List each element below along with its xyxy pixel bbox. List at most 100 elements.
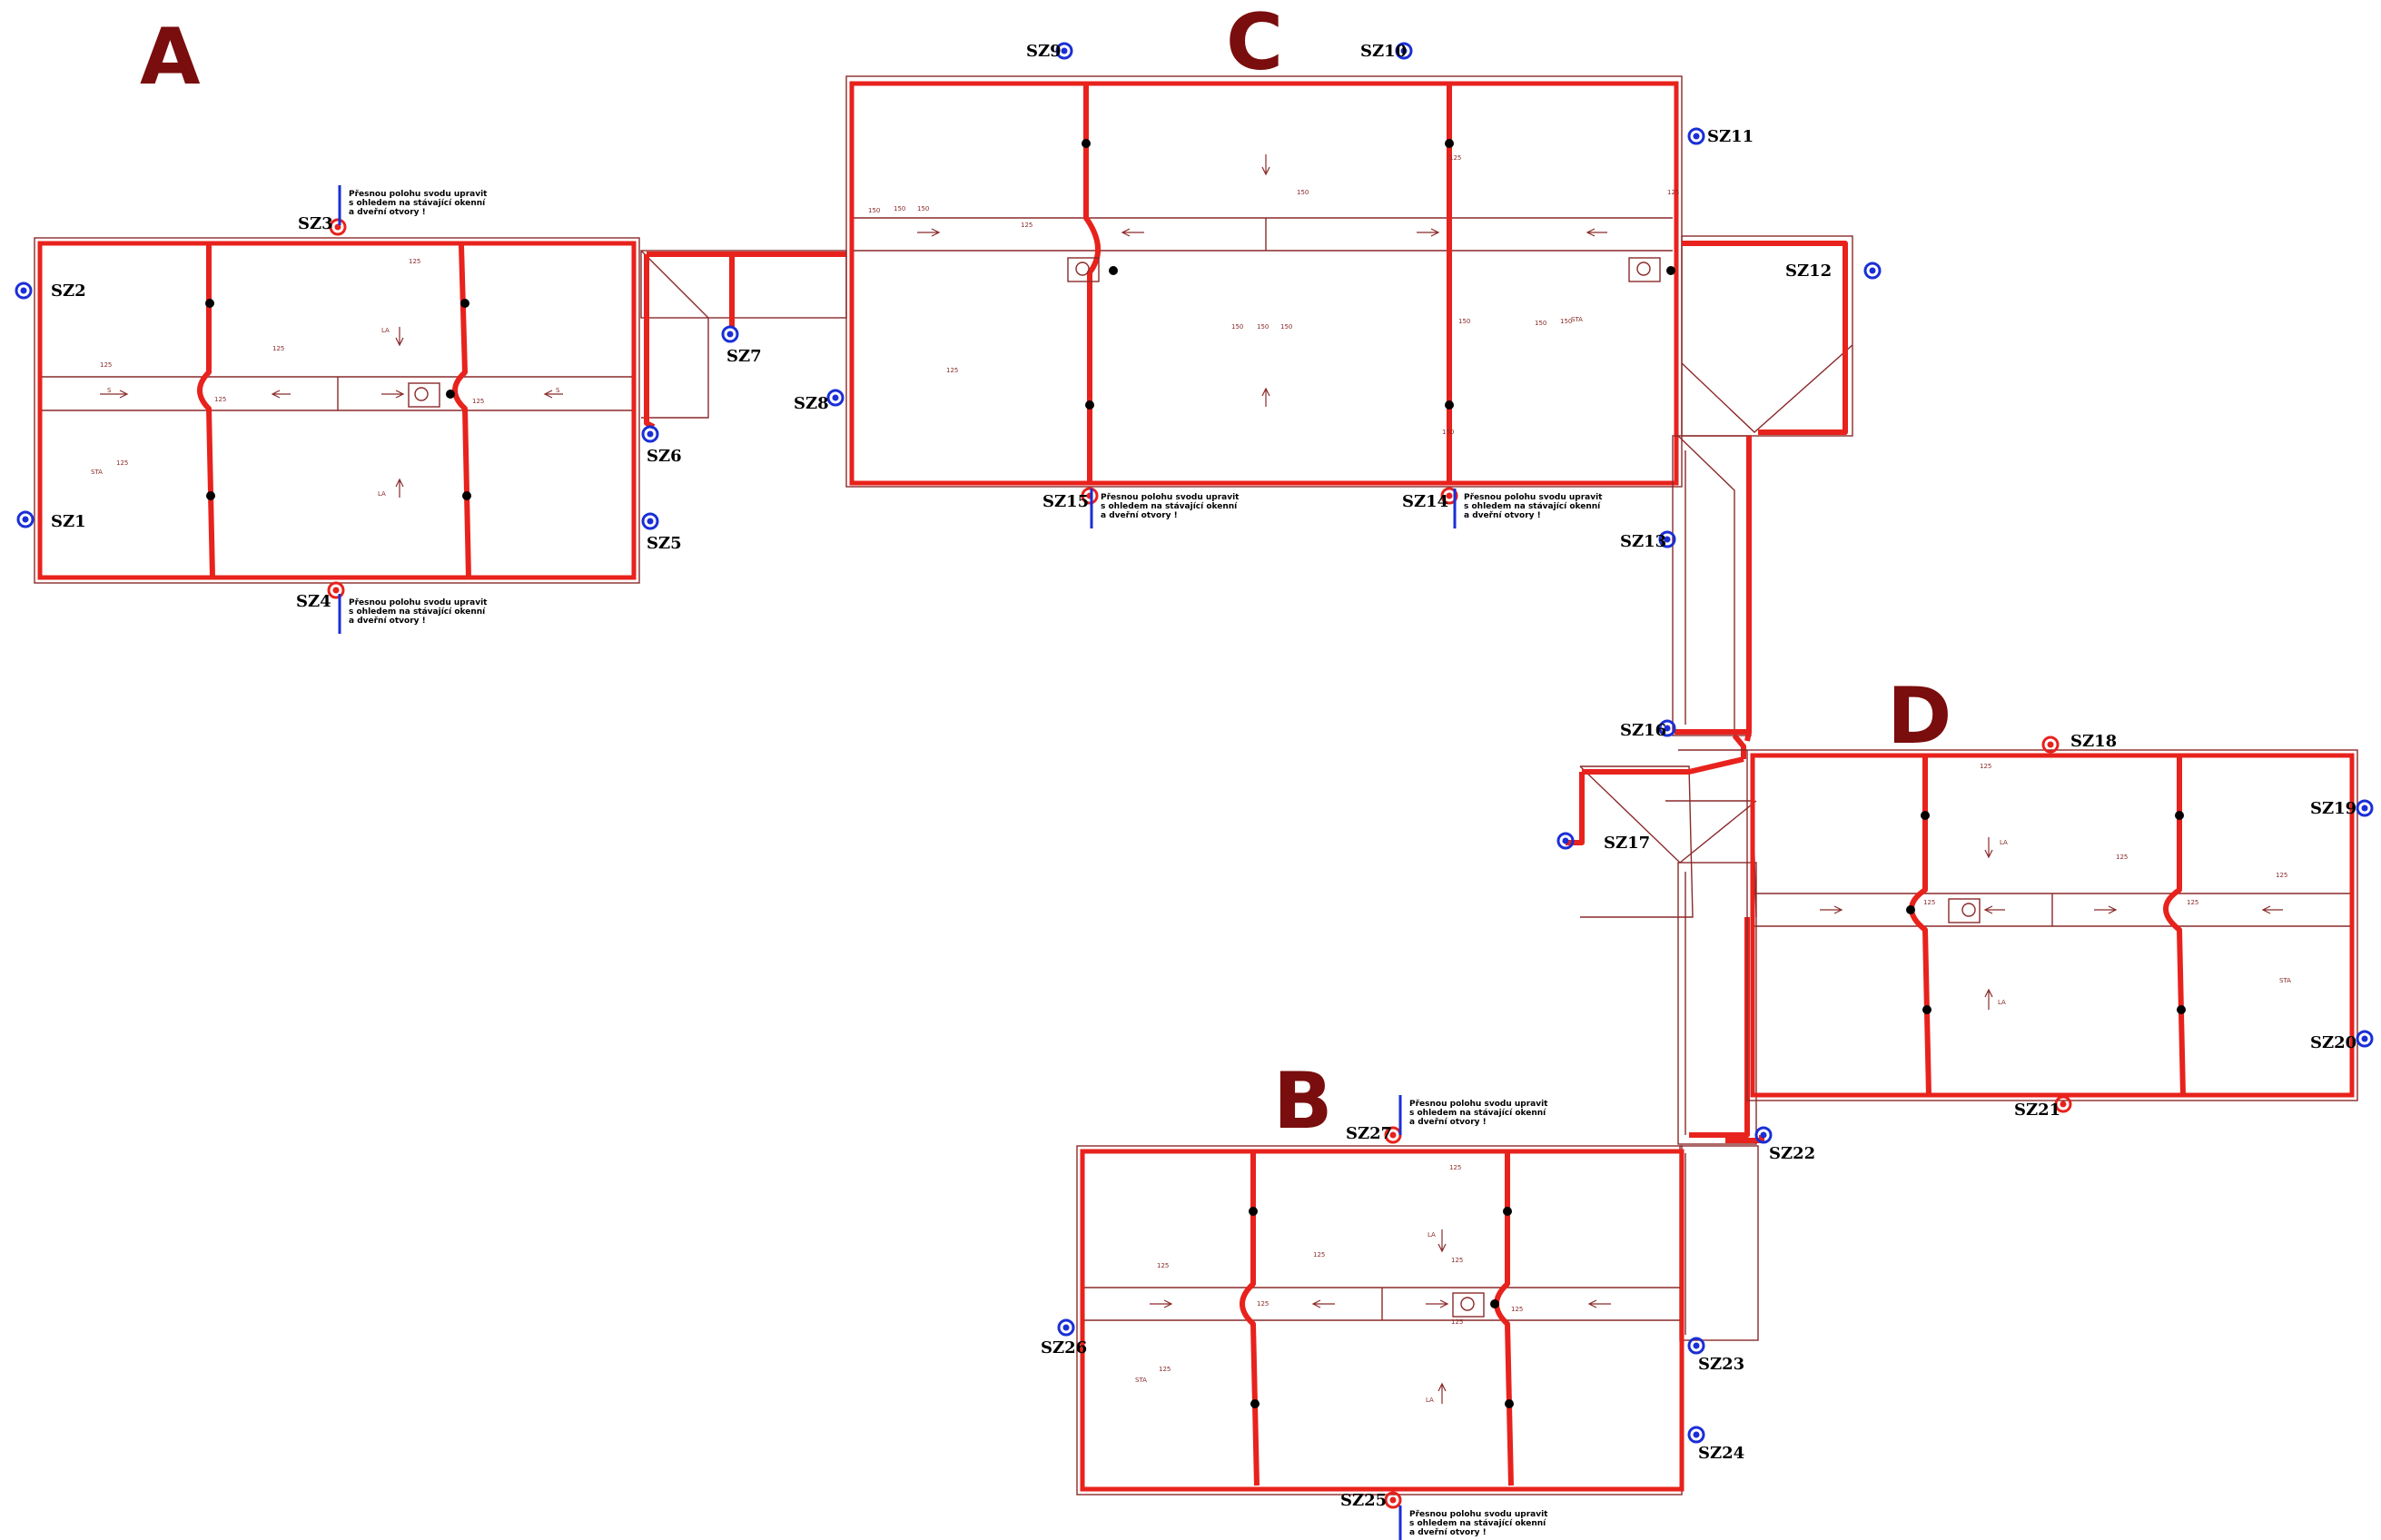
downspout-label: SZ3: [298, 214, 333, 233]
outlet-ring-icon: [1055, 42, 1073, 60]
note-line: a dveřní otvory !: [1101, 511, 1178, 520]
building-a-vent: [414, 387, 429, 401]
downspout-label: SZ2: [51, 281, 86, 301]
building-d-joint-dot: [2177, 1005, 2186, 1014]
outlet-center-icon: [647, 430, 654, 438]
slope-arrow: [2094, 905, 2118, 914]
building-a-roof-edge: [37, 241, 637, 580]
dimension-label: 125: [272, 345, 284, 352]
downspout-label: SZ18: [2070, 732, 2117, 751]
downspout-sz4: SZ4: [296, 581, 345, 611]
outlet-ring-icon: [1384, 1491, 1402, 1509]
building-c-roof-edge: [849, 81, 1679, 486]
building-b-chimney: [1452, 1292, 1485, 1318]
outlet-center-icon: [1400, 47, 1408, 54]
dimension-label: 125: [1451, 1318, 1463, 1326]
outlet-ring-icon: [1687, 1337, 1705, 1355]
dimension-label: 125: [472, 398, 484, 405]
note-line: Přesnou polohu svodu upravit: [1409, 1100, 1548, 1109]
connector-c-d: [1566, 235, 1853, 1341]
dimension-label: 150: [917, 205, 929, 212]
dimension-label: 125: [1980, 763, 1991, 770]
downspout-sz25: SZ25: [1340, 1491, 1402, 1510]
corridor-line: [1677, 435, 1735, 735]
outlet-center-icon: [2361, 1035, 2368, 1042]
building-a-joint-dot: [205, 299, 214, 308]
corridor-roof: [1677, 862, 1757, 1145]
downspout-sz9: SZ9: [1026, 42, 1073, 61]
downspout-label: SZ7: [726, 347, 762, 366]
connector-roof: [640, 250, 847, 319]
note-line: s ohledem na stávající okenní: [1464, 502, 1601, 511]
building-b-joint-dot: [1250, 1399, 1260, 1408]
outlet-ring-icon: [1440, 487, 1458, 505]
dimension-label: 150: [868, 207, 880, 214]
dimension-label: LA: [1428, 1231, 1436, 1239]
building-b-joint-dot: [1490, 1299, 1499, 1308]
section-label-d: D: [1887, 671, 1951, 762]
dimension-label: LA: [2000, 839, 2008, 846]
note-line: s ohledem na stávající okenní: [1409, 1109, 1546, 1118]
building-a-chimney: [408, 382, 440, 408]
dimension-label: 150: [1231, 323, 1243, 331]
outlet-ring-icon: [327, 581, 345, 599]
outlet-center-icon: [1389, 1496, 1397, 1504]
slope-arrow: [1984, 837, 1993, 859]
note-line: Přesnou polohu svodu upravit: [1464, 493, 1603, 502]
dimension-label: 125: [1511, 1306, 1523, 1313]
note-line: a dveřní otvory !: [349, 617, 426, 626]
building-a: A: [34, 12, 640, 584]
building-c-vent: [1636, 262, 1651, 276]
dimension-label: 150: [1535, 320, 1546, 327]
building-b: B: [1076, 1056, 1684, 1496]
building-c-joint-dot: [1445, 400, 1454, 410]
dimension-label: 150: [1442, 429, 1454, 436]
note-line: Přesnou polohu svodu upravit: [1101, 493, 1240, 502]
downspout-sz18: SZ18: [2041, 732, 2117, 754]
downspout-label: SZ16: [1620, 721, 1666, 740]
outlet-center-icon: [2361, 805, 2368, 812]
downspout-sz17: SZ17: [1556, 832, 1650, 853]
downspout-label: SZ21: [2014, 1101, 2060, 1120]
downspout-sz8: SZ8: [794, 389, 845, 413]
building-c-joint-dot: [1082, 139, 1091, 148]
outlet-center-icon: [20, 287, 27, 294]
downspout-sz6: SZ6: [641, 425, 682, 466]
outlet-center-icon: [1389, 1131, 1397, 1139]
outlet-ring-icon: [1687, 1426, 1705, 1444]
slope-arrow: [1586, 228, 1607, 237]
note-line: Přesnou polohu svodu upravit: [349, 190, 488, 199]
downspout-sz23: SZ23: [1687, 1337, 1744, 1374]
dimension-label: 150: [1560, 318, 1572, 325]
outlet-ring-icon: [826, 389, 845, 407]
dimension-label: LA: [381, 327, 390, 334]
downspout-sz20: SZ20: [2310, 1030, 2374, 1052]
slope-arrow: [1261, 387, 1270, 407]
outlet-center-icon: [334, 223, 341, 231]
outlet-ring-icon: [1754, 1126, 1773, 1144]
building-d-outer-wall: [1746, 749, 2358, 1101]
downspout-label: SZ27: [1346, 1124, 1392, 1143]
section-label-a: A: [140, 12, 201, 103]
downspout-label: SZ15: [1042, 492, 1089, 511]
outlet-ring-icon: [1057, 1318, 1075, 1337]
downspout-sz14: SZ14: [1402, 487, 1458, 511]
note-line: s ohledem na stávající okenní: [349, 199, 486, 208]
dimension-label: 125: [1159, 1366, 1171, 1373]
downspout-label: SZ13: [1620, 532, 1666, 551]
building-a-gutter-line-2: [452, 244, 471, 578]
outlet-center-icon: [1869, 267, 1876, 274]
dimension-label: 125: [116, 459, 128, 467]
note-line: a dveřní otvory !: [1409, 1118, 1487, 1127]
outlet-ring-icon: [1863, 262, 1882, 280]
connector-gutter: [1744, 436, 1752, 742]
downspout-label: SZ20: [2310, 1033, 2356, 1052]
outlet-ring-icon: [641, 512, 659, 530]
dimension-label: 125: [409, 258, 420, 265]
connector-roof: [1665, 800, 1757, 918]
building-d-gutter-line-2: [2163, 757, 2186, 1096]
building-b-joint-dot: [1503, 1207, 1512, 1216]
downspout-sz24: SZ24: [1687, 1426, 1744, 1463]
